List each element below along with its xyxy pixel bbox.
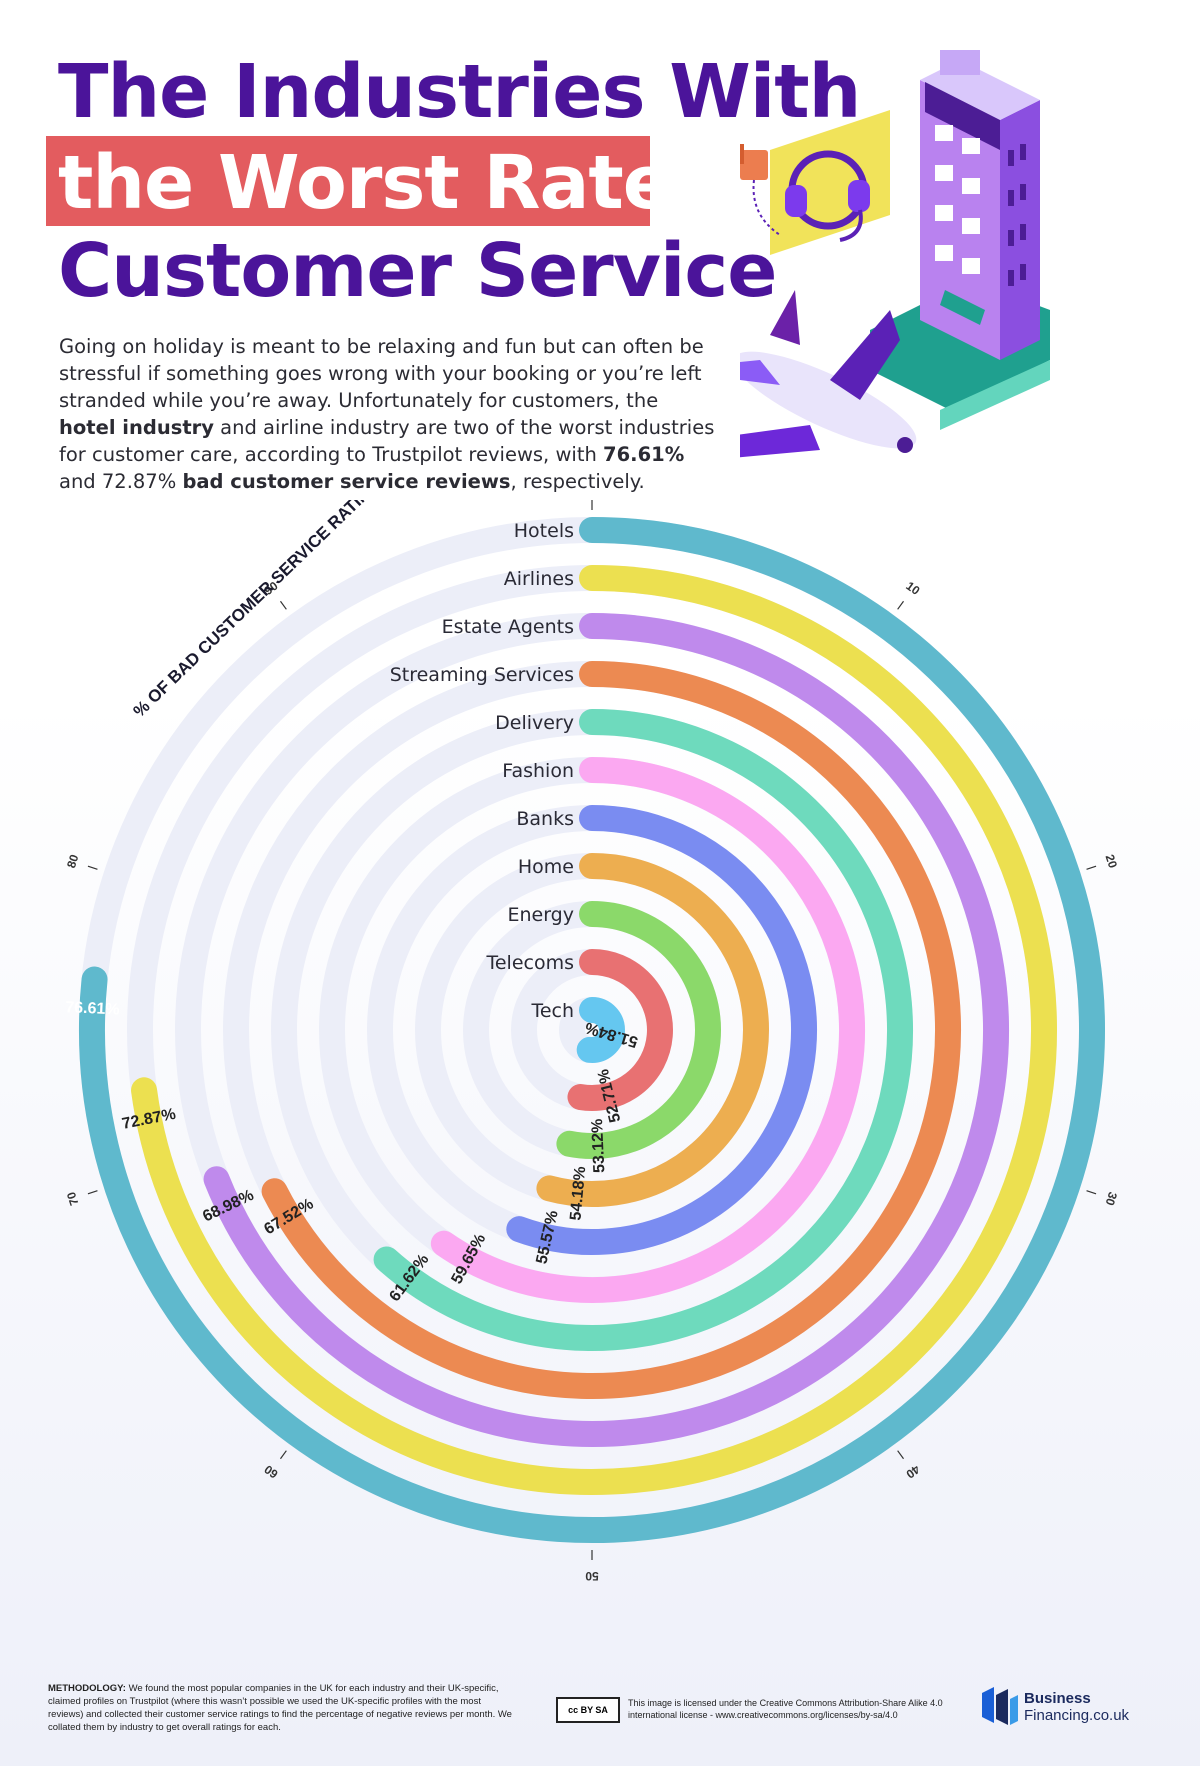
- chart-bars: [79, 517, 1105, 1543]
- chart-axis-title: % OF BAD CUSTOMER SERVICE RATINGS: [130, 500, 392, 721]
- chart-bar-4: [373, 709, 913, 1351]
- brand-line-1: Business: [1024, 1690, 1091, 1707]
- chart-tick-label-4: 40: [903, 1462, 922, 1481]
- chart-bar-2: [203, 613, 1010, 1447]
- chart-bar-7: [536, 853, 769, 1207]
- title-line-1: The Industries With: [58, 49, 861, 135]
- chart-tick-mark-4: [897, 1450, 905, 1460]
- chart-category-label-3: Streaming Services: [390, 664, 574, 686]
- chart-bar-10: [576, 997, 625, 1063]
- chart-tick-label-5: 50: [585, 1569, 599, 1583]
- chart-category-label-4: Delivery: [495, 712, 574, 734]
- intro-text-4: , respectively.: [510, 470, 645, 493]
- methodology-label: METHODOLOGY:: [48, 1683, 126, 1694]
- chart-category-label-7: Home: [518, 856, 574, 878]
- chart-bar-1: [131, 565, 1057, 1495]
- chart-tick-mark-3: [1086, 1190, 1097, 1195]
- chart-tick-label-1: 10: [903, 579, 922, 598]
- chart-tick-label-7: 70: [64, 1190, 82, 1207]
- intro-bold-2: 76.61%: [603, 443, 685, 466]
- chart-value-label-8: 53.12%: [589, 1118, 608, 1173]
- thumbs-down-icon: [740, 144, 781, 236]
- chart-tick-mark-6: [279, 1450, 287, 1460]
- title-line-3: Customer Service: [58, 228, 777, 314]
- chart-bar-6: [506, 805, 817, 1255]
- chart-bar-5: [430, 757, 865, 1303]
- title-line-2: the Worst Rated: [58, 140, 725, 226]
- chart-tick-mark-2: [1086, 865, 1097, 870]
- license-text: This image is licensed under the Creativ…: [628, 1698, 943, 1720]
- chart-category-label-6: Banks: [516, 808, 574, 830]
- chart-tick-label-3: 30: [1102, 1190, 1120, 1207]
- chart-tick-label-8: 80: [64, 852, 82, 869]
- chart-category-label-5: Fashion: [502, 760, 574, 782]
- methodology-note: METHODOLOGY: We found the most popular c…: [48, 1682, 518, 1734]
- chart-category-label-2: Estate Agents: [442, 616, 574, 638]
- chart-tick-mark-8: [87, 865, 98, 870]
- chart-tick-mark-7: [87, 1190, 98, 1195]
- chart-bar-3: [261, 661, 961, 1399]
- business-financing-logo-icon: [982, 1687, 1018, 1725]
- chart-bar-8: [556, 901, 721, 1159]
- brand-line-2: Financing.co.uk: [1024, 1707, 1130, 1724]
- chart-category-label-8: Energy: [507, 904, 574, 926]
- chart-tick-mark-1: [897, 600, 905, 610]
- chart-category-label-0: Hotels: [514, 520, 574, 542]
- radial-bar-chart: 0102030405060708090 HotelsAirlinesEstate…: [64, 500, 1121, 1583]
- hotel-airplane-illustration: [740, 50, 1050, 458]
- title-highlight: [46, 136, 650, 226]
- chart-tick-mark-9: [279, 600, 287, 610]
- chart-bar-0: [79, 517, 1105, 1543]
- methodology-text: We found the most popular companies in t…: [48, 1683, 512, 1733]
- intro-bold-1: hotel industry: [59, 416, 214, 439]
- hotel-building-icon: [870, 50, 1050, 430]
- chart-value-label-7: 54.18%: [567, 1166, 589, 1222]
- intro-bold-3: bad customer service reviews: [182, 470, 511, 493]
- intro-text-1: Going on holiday is meant to be relaxing…: [59, 335, 704, 412]
- chart-value-label-0: 76.61%: [65, 999, 120, 1018]
- airplane-icon: [740, 290, 917, 458]
- chart-bar-9: [567, 949, 673, 1111]
- chart-category-label-10: Tech: [530, 1000, 574, 1022]
- chart-category-label-1: Airlines: [504, 568, 574, 590]
- headset-card-icon: [770, 110, 890, 255]
- chart-tick-label-6: 60: [261, 1462, 280, 1481]
- cc-license-badge: cc BY SA: [556, 1697, 620, 1723]
- intro-text-2: and airline industry are two of the wors…: [59, 416, 715, 466]
- chart-tick-label-2: 20: [1103, 853, 1121, 870]
- chart-category-label-9: Telecoms: [485, 952, 574, 974]
- intro-text-3: and 72.87%: [59, 470, 183, 493]
- intro-paragraph: Going on holiday is meant to be relaxing…: [59, 333, 719, 495]
